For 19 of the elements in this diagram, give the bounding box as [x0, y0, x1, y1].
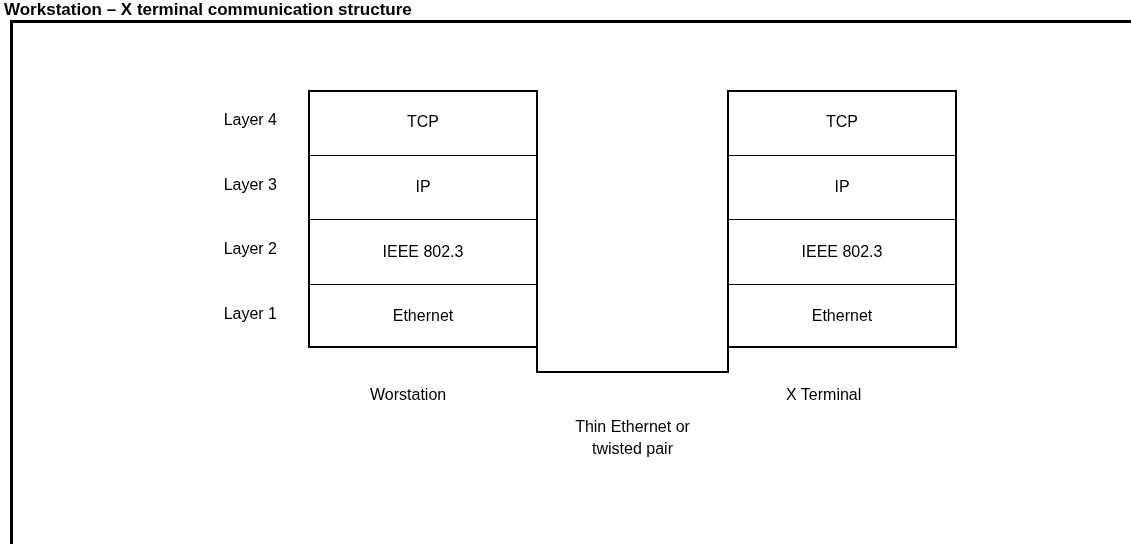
protocol-stack: [308, 90, 538, 348]
layer-cell: Ethernet: [729, 283, 955, 348]
layer-cell: Ethernet: [310, 283, 536, 348]
layer-label: Layer 3: [223, 175, 277, 194]
layer-cell: IP: [310, 154, 536, 219]
title: Workstation – X terminal communication structure: [4, 0, 412, 20]
layer-label: Layer 2: [223, 240, 277, 259]
layer-cell: IEEE 802.3: [310, 219, 536, 284]
layer-cell: TCP: [310, 90, 536, 155]
cable-line: [536, 347, 729, 373]
layer-cell: TCP: [729, 90, 955, 155]
stack-caption: Worstation: [370, 386, 447, 404]
layer-cell: IEEE 802.3: [729, 219, 955, 284]
layer-cell: IP: [729, 154, 955, 219]
stack-caption: X Terminal: [786, 386, 862, 404]
layer-label: Layer 1: [223, 304, 277, 323]
edge-label: Thin Ethernet or twisted pair: [574, 417, 691, 459]
protocol-stack: [727, 90, 957, 348]
layer-label: Layer 4: [223, 111, 277, 130]
